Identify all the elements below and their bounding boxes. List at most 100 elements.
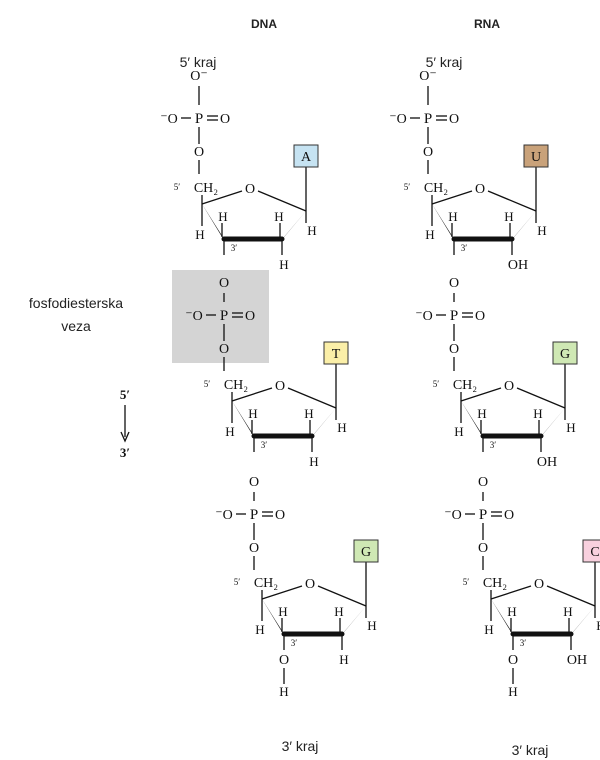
dna-n2-ring-o: O <box>275 379 285 394</box>
rna-n1-h-c4: H <box>425 227 434 242</box>
dna-n1-base-box <box>293 144 319 168</box>
rna-n2-ring-o: O <box>504 379 514 394</box>
rna-n1-o-minus-top: O⁻ <box>419 69 437 84</box>
dna-n3-h-c2-up: H <box>334 604 343 619</box>
dna-n1-ester-o-bottom: O <box>194 145 204 160</box>
dna-n3-h-c4: H <box>255 622 264 637</box>
dna-n3-ch2: CH₂ <box>254 576 278 591</box>
dna-n2-o-double: O <box>245 309 255 324</box>
rna-n3-h-3-terminal: H <box>508 684 517 699</box>
rna-n2-h-c1: H <box>566 420 575 435</box>
dna-n1-o-minus-top: O⁻ <box>190 69 208 84</box>
dna-n2-h-c4: H <box>225 424 234 439</box>
rna-n1-ester-o-bottom: O <box>423 145 433 160</box>
dna-n1-bond-c4-o <box>201 190 243 205</box>
rna-n2-base-box <box>552 341 578 365</box>
direction-arrow-head-icon <box>120 431 130 443</box>
rna-n1-base-letter: U <box>531 150 541 165</box>
rna-n2-phosphorus: P <box>450 308 458 324</box>
dna-n2-h-c2-up: H <box>304 406 313 421</box>
rna-n3-base-box <box>582 539 600 563</box>
dna-n2-h-c2-down: H <box>309 454 318 469</box>
dna-n1-h-c2-down: H <box>279 257 288 272</box>
dna-n2-bond-c4-o <box>231 387 273 402</box>
dna-n3-o-double: O <box>275 508 285 523</box>
rna-n2-base-letter: G <box>560 347 570 362</box>
dna-5-end-label: 5′ kraj <box>180 54 217 70</box>
rna-n3-h-c2-up: H <box>563 604 572 619</box>
rna-n2-bond-o-c1 <box>516 387 566 409</box>
rna-n1-ring-o: O <box>475 182 485 197</box>
rna-n3-oh-c2: OH <box>567 653 587 668</box>
rna-n3-wedge-right <box>569 606 595 637</box>
rna-n2-ester-o-bottom: O <box>449 342 459 357</box>
dna-n1-base-letter: A <box>301 150 312 165</box>
rna-n3-h-c1: H <box>596 618 600 633</box>
rna-n1-c5-label: 5′ <box>404 182 411 192</box>
dna-n3-h-c1: H <box>367 618 376 633</box>
rna-n3-o-double: O <box>504 508 514 523</box>
dna-n3-o-minus-left: ⁻O <box>215 508 233 523</box>
dna-n3-wedge-right <box>340 606 366 637</box>
rna-n1-wedge-right <box>510 211 536 242</box>
rna-n2-h-c4: H <box>454 424 463 439</box>
rna-n1-oh-c2: OH <box>508 258 528 273</box>
rna-n3-ring-o: O <box>534 577 544 592</box>
dna-n2-ch2: CH₂ <box>224 378 248 393</box>
rna-n2-oh-c2: OH <box>537 455 557 470</box>
rna-n2-ester-o-top: O <box>449 276 459 291</box>
rna-n2-wedge-left <box>461 401 485 439</box>
dna-n3-wedge-left <box>262 599 286 637</box>
dna-n3-bond-c4-o <box>261 585 303 600</box>
dna-n2-phosphorus: P <box>220 308 228 324</box>
dna-n1-phosphorus: P <box>195 111 203 127</box>
dna-n1-c3-label: 3′ <box>231 243 238 253</box>
dna-n3-h-3-terminal: H <box>279 684 288 699</box>
dna-n3-base-letter: G <box>361 545 371 560</box>
rna-n2-h-c3-up: H <box>477 406 486 421</box>
rna-n3-h-c3-up: H <box>507 604 516 619</box>
rna-n2-ch2: CH₂ <box>453 378 477 393</box>
rna-n2-o-minus-left: ⁻O <box>415 309 433 324</box>
rna-n3-ester-o-top: O <box>478 475 488 490</box>
dna-n3-bond-o-c1 <box>317 585 367 607</box>
rna-n1-phosphorus: P <box>424 111 432 127</box>
rna-n3-base-letter: C <box>590 545 599 560</box>
dna-3-end-label: 3′ kraj <box>282 738 319 754</box>
rna-n3-phosphorus: P <box>479 507 487 523</box>
rna-n2-c3-label: 3′ <box>490 440 497 450</box>
rna-n1-ch2: CH₂ <box>424 181 448 196</box>
dna-n2-wedge-right <box>310 408 336 439</box>
direction-3-prime: 3′ <box>120 445 130 460</box>
rna-n2-wedge-right <box>539 408 565 439</box>
dna-n1-c5-label: 5′ <box>174 182 181 192</box>
rna-5-end-label: 5′ kraj <box>426 54 463 70</box>
dna-n3-h-c2-down: H <box>339 652 348 667</box>
dna-n2-h-c1: H <box>337 420 346 435</box>
dna-n3-phosphorus: P <box>250 507 258 523</box>
dna-n1-ring-o: O <box>245 182 255 197</box>
rna-n3-h-c4: H <box>484 622 493 637</box>
dna-n2-ester-o-bottom: O <box>219 342 229 357</box>
rna-n1-o-double: O <box>449 112 459 127</box>
rna-n3-bond-o-c1 <box>546 585 596 607</box>
dna-n2-ester-o-top: O <box>219 276 229 291</box>
dna-n3-h-c3-up: H <box>278 604 287 619</box>
dna-n3-c3-label: 3′ <box>291 638 298 648</box>
dna-n1-ch2: CH₂ <box>194 181 218 196</box>
dna-n2-wedge-left <box>232 401 256 439</box>
phosphodiester-highlight <box>172 270 269 363</box>
direction-5-prime: 5′ <box>120 387 130 402</box>
dna-n3-ester-o-bottom: O <box>249 541 259 556</box>
rna-n3-ester-o-bottom: O <box>478 541 488 556</box>
rna-n1-base-box <box>523 144 549 168</box>
rna-n3-wedge-left <box>491 599 515 637</box>
rna-n3-o-3-terminal: O <box>508 653 518 668</box>
rna-n1-h-c1: H <box>537 223 546 238</box>
dna-n1-h-c2-up: H <box>274 209 283 224</box>
dna-n2-c5-label: 5′ <box>204 379 211 389</box>
rna-header: RNA <box>474 17 500 31</box>
rna-n1-bond-c4-o <box>431 190 473 205</box>
